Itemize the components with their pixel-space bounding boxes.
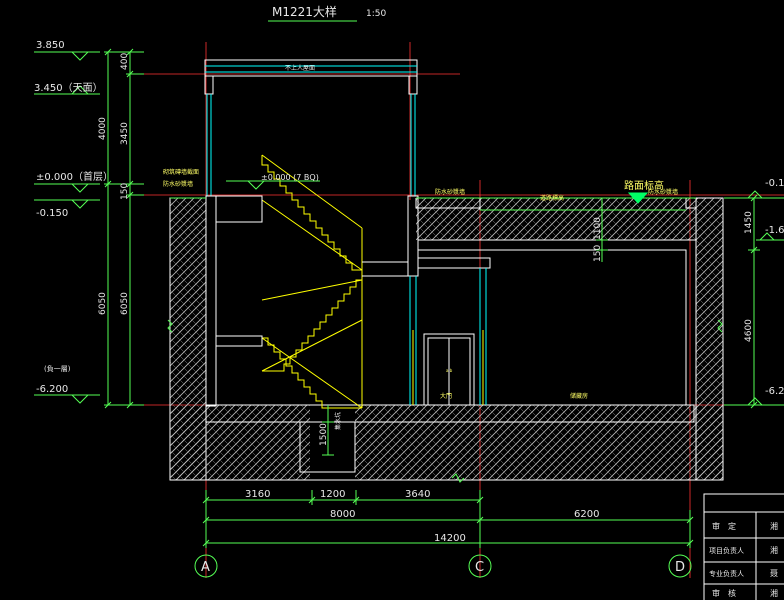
note-stair-level: ±0.000 (7 BQ) xyxy=(261,173,319,182)
dim-3640: 3640 xyxy=(405,489,430,500)
road-level-triangle xyxy=(627,192,649,204)
dim-1500: 1500 xyxy=(319,423,329,446)
horizontal-dim-chains xyxy=(202,490,694,548)
level-3450: 3.450（天面） xyxy=(34,82,103,94)
note-road-label: 道路標高 xyxy=(540,194,564,202)
note-door: 大門 xyxy=(440,392,452,400)
break-mark-bottom xyxy=(451,473,465,483)
level-basement-label: (負一層) xyxy=(44,364,71,373)
dim-6050-outer: 6050 xyxy=(98,292,108,315)
inner-dim-chain xyxy=(322,198,608,456)
titleblock-row1: 审 定 xyxy=(712,521,736,531)
note-right-edge: 防水砂漿墙 xyxy=(648,188,678,196)
dim-14200: 14200 xyxy=(434,533,466,544)
level-3850: 3.850 xyxy=(36,40,65,51)
dim-3160: 3160 xyxy=(245,489,270,500)
level-right-minus-01: -0.1 xyxy=(765,178,784,189)
dim-400: 400 xyxy=(120,53,130,70)
staircase xyxy=(261,154,363,409)
note-roof: 不上人屋面 xyxy=(285,64,315,72)
note-left-edge2: 防水砂漿墙 xyxy=(163,180,193,188)
titleblock-v2: 湘 xyxy=(770,545,778,555)
titleblock-v3: 聂 xyxy=(770,569,778,578)
dim-1450: 1450 xyxy=(744,211,754,234)
roof-structure xyxy=(204,59,418,196)
axis-c: C xyxy=(475,560,484,575)
left-level-markers xyxy=(34,51,100,404)
titleblock-row2: 项目负责人 xyxy=(709,546,744,555)
door xyxy=(423,333,475,406)
ground-lines xyxy=(170,197,696,211)
level-minus-0150: -0.150 xyxy=(36,208,68,219)
break-mark-right xyxy=(717,319,723,333)
titleblock-row4: 审 核 xyxy=(712,588,736,598)
note-road: 路面标高 xyxy=(624,179,664,192)
level-right-minus-16: -1.6 xyxy=(765,225,784,236)
level-minus-6200: -6.200 xyxy=(36,384,68,395)
dim-1100: 1100 xyxy=(593,217,603,240)
dim-8000: 8000 xyxy=(330,509,355,520)
dim-150: 150 xyxy=(120,183,130,200)
note-left-edge: 砌筑磚墙截面 xyxy=(163,168,199,176)
left-dim-chains xyxy=(104,48,144,409)
note-room: 储藏房 xyxy=(570,392,588,400)
dim-1200: 1200 xyxy=(320,489,345,500)
door-handle-mark: a b xyxy=(446,368,453,373)
stair-level-marker xyxy=(226,180,320,190)
dim-3450: 3450 xyxy=(120,122,130,145)
title-block xyxy=(703,493,784,600)
note-mid-left: 防水砂漿墙 xyxy=(435,188,465,196)
drawing-scale: 1:50 xyxy=(366,9,386,19)
level-0000: ±0.000（首层） xyxy=(36,170,113,183)
right-level-markers xyxy=(724,190,784,409)
dim-6050-inner: 6050 xyxy=(120,292,130,315)
titleblock-row3: 专业负责人 xyxy=(709,569,744,578)
earth-hatch xyxy=(169,197,724,481)
stair-landings xyxy=(216,195,409,347)
dim-inner-150: 150 xyxy=(593,245,603,262)
columns xyxy=(409,268,487,405)
level-right-minus-62: -6.2 xyxy=(765,386,784,397)
dim-4600: 4600 xyxy=(744,319,754,342)
axis-bubbles xyxy=(194,554,692,578)
axis-d: D xyxy=(675,560,685,575)
titleblock-v1: 湘 xyxy=(770,521,778,531)
note-pit: 集水坑 xyxy=(334,412,342,430)
dim-6200: 6200 xyxy=(574,509,599,520)
axis-a: A xyxy=(201,560,210,575)
break-mark-left xyxy=(167,319,173,333)
drawing-title: M1221大样 xyxy=(272,4,337,19)
dim-4000: 4000 xyxy=(98,117,108,140)
titleblock-v4: 湘 xyxy=(770,588,778,598)
